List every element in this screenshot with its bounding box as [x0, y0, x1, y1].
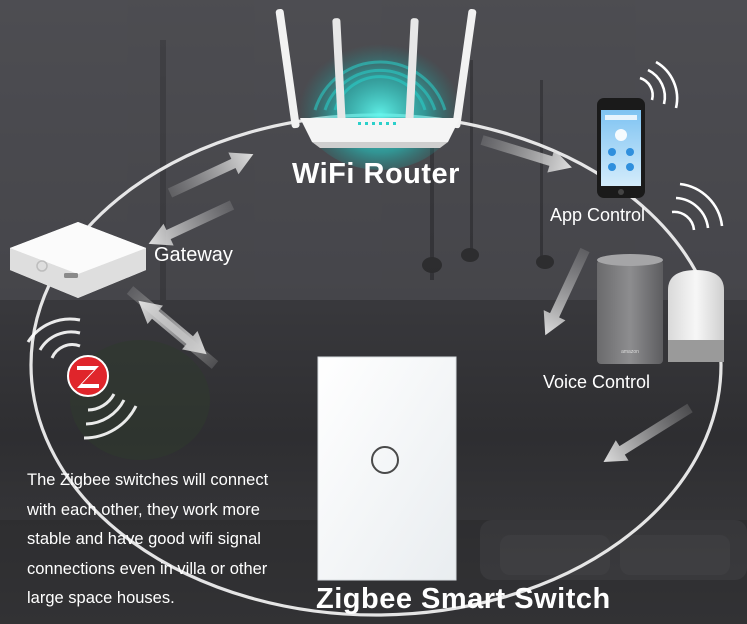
arrow-router-app [480, 135, 572, 173]
svg-text:amazon: amazon [621, 349, 639, 355]
smartphone-icon [597, 98, 645, 198]
voice-control-label: Voice Control [543, 372, 651, 392]
arrow-voice-switch [603, 403, 693, 463]
description-line-4: connections even in villa or other [27, 559, 268, 578]
phone-signal-waves [639, 60, 679, 109]
gateway-label: Gateway [154, 244, 233, 266]
wall-switch-icon [317, 356, 457, 581]
arrow-app-voice [543, 247, 590, 336]
zigbee-smart-switch-label: Zigbee Smart Switch [316, 583, 611, 615]
smart-speaker-icon-1: amazon [597, 254, 663, 364]
wifi-router-icon [275, 8, 477, 148]
speaker-signal-waves [671, 182, 724, 231]
arrow-gateway-router [167, 152, 254, 198]
zigbee-logo-icon [67, 355, 109, 397]
arrow-router-gateway [148, 200, 235, 246]
description-line-5: large space houses. [27, 589, 175, 607]
description-line-1: The Zigbee switches will connect [27, 471, 269, 489]
zigbee-signal-waves [26, 317, 138, 440]
wifi-router-label: WiFi Router [292, 158, 460, 190]
arrow-switch-gateway [138, 300, 219, 369]
description-line-3: stable and have good wifi signal [27, 530, 261, 548]
zigbee-gateway-icon [10, 222, 146, 298]
description-line-2: with each other, they work more [27, 500, 260, 519]
wifi-glow [298, 30, 462, 170]
description-text: The Zigbee switches will connect with ea… [27, 466, 307, 614]
arrows [126, 135, 693, 463]
smart-speaker-icon-2 [668, 270, 724, 362]
app-control-label: App Control [550, 205, 646, 225]
